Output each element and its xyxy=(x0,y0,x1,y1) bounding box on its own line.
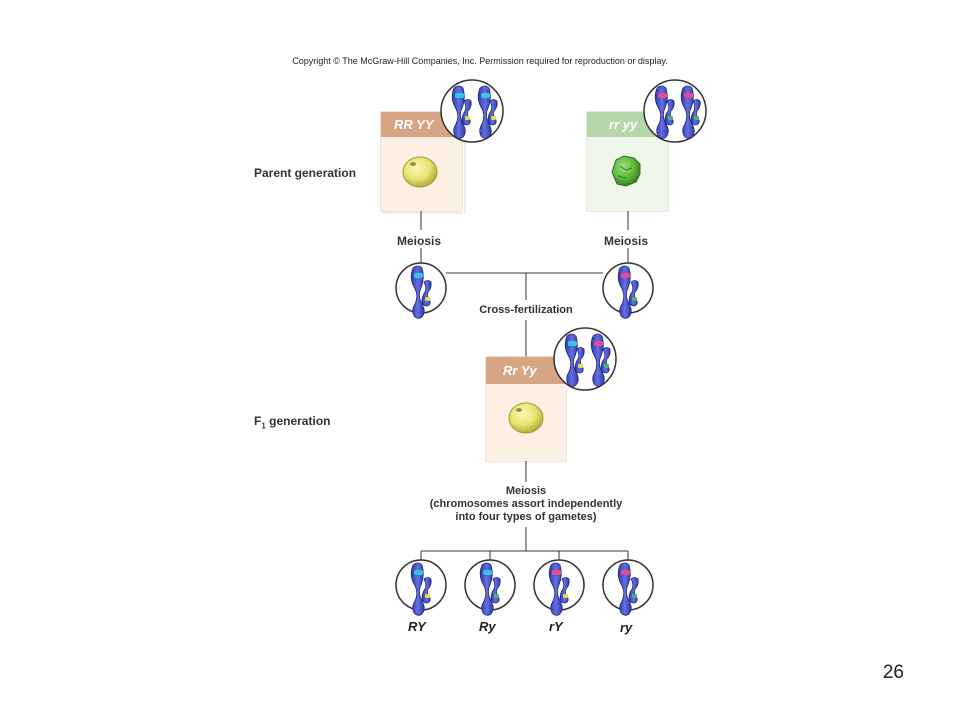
cross-fertilization-label: Cross-fertilization xyxy=(479,304,573,316)
f1-meiosis-note-2: into four types of gametes) xyxy=(455,511,597,523)
green-wrinkled-seed-icon xyxy=(611,155,641,187)
gamete-circle-rY xyxy=(533,559,585,616)
gamete-label-3: rY xyxy=(549,619,563,634)
chromosome-circle-f1 xyxy=(553,327,617,391)
gamete-circle-RY xyxy=(395,559,447,616)
gamete-label-1: RY xyxy=(408,619,426,634)
f1-card xyxy=(485,356,567,462)
chromosome-circle-parent-right xyxy=(643,79,707,143)
f1-genotype: Rr Yy xyxy=(503,363,537,378)
chromosome-circle-parent-left xyxy=(440,79,504,143)
gamete-circle-parent-right xyxy=(602,262,654,319)
parent-generation-label: Parent generation xyxy=(254,166,357,180)
f1-meiosis-note-1: (chromosomes assort independently xyxy=(429,498,623,510)
gamete-label-4: ry xyxy=(620,620,633,635)
meiosis-label-left: Meiosis xyxy=(397,234,442,248)
slide-number: 26 xyxy=(882,662,904,683)
gamete-circle-Ry xyxy=(464,559,516,616)
gamete-circle-parent-left xyxy=(395,262,447,319)
yellow-round-seed-icon xyxy=(402,156,438,188)
gamete-circle-ry xyxy=(602,559,654,616)
f1-meiosis-title: Meiosis xyxy=(505,485,547,497)
gamete-label-2: Ry xyxy=(479,619,496,634)
f1-meiosis-label: Meiosis (chromosomes assort independentl… xyxy=(406,485,646,524)
f1-generation-label: F1 generation xyxy=(254,414,331,431)
yellow-round-seed-icon xyxy=(508,402,544,434)
meiosis-label-right: Meiosis xyxy=(604,234,649,248)
parent-genotype-recessive: rr yy xyxy=(609,117,638,132)
parent-genotype-dominant: RR YY xyxy=(394,117,434,132)
copyright-notice: Copyright © The McGraw-Hill Companies, I… xyxy=(292,56,668,66)
